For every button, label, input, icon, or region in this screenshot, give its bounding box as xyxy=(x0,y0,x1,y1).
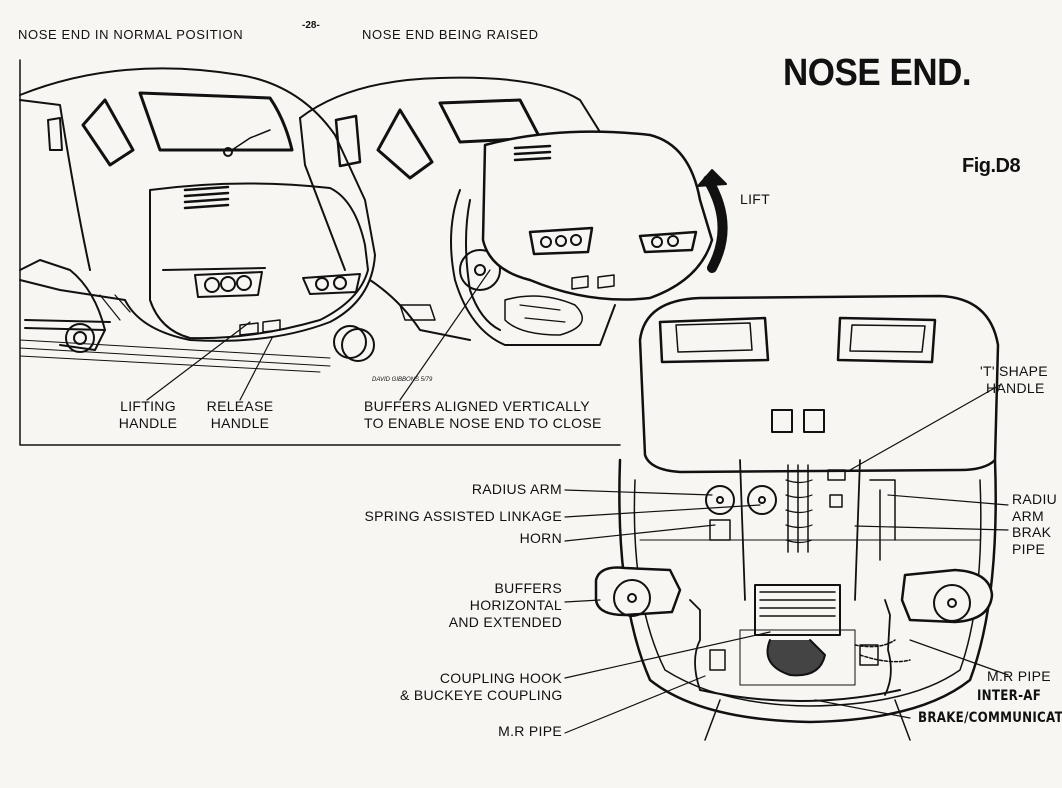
page-number: -28- xyxy=(302,20,320,31)
label-t-shape-handle: 'T' SHAPE HANDLE xyxy=(980,363,1048,396)
label-spring-assisted-linkage: SPRING ASSISTED LINKAGE xyxy=(364,508,562,524)
caption-normal-position: NOSE END IN NORMAL POSITION xyxy=(18,27,244,42)
label-lifting-handle: LIFTING HANDLE xyxy=(118,398,178,431)
label-mr-pipe-right: M.R PIPE xyxy=(987,668,1051,684)
label-release-handle: RELEASE HANDLE xyxy=(206,398,274,431)
label-radius-arm-right: RADIU ARM xyxy=(1012,491,1058,524)
label-inter-ap: INTER-AF xyxy=(977,688,1042,704)
leader-lines xyxy=(146,269,1009,734)
figure-number: Fig.D8 xyxy=(962,155,1021,177)
label-coupling-hook: COUPLING HOOK & BUCKEYE COUPLING xyxy=(400,670,563,703)
label-horn: HORN xyxy=(519,530,562,546)
lift-label: LIFT xyxy=(740,191,770,207)
label-brake-communication: BRAKE/COMMUNICAT xyxy=(918,710,1062,726)
artist-signature: DAVID GIBBONS 5/79 xyxy=(372,377,433,383)
diagram-title: NOSE END. xyxy=(783,52,972,94)
label-brake-pipe-right: BRAK PIPE xyxy=(1012,524,1052,557)
front-view-nose-open xyxy=(594,294,1000,741)
label-mr-pipe-left: M.R PIPE xyxy=(498,723,562,739)
train-being-raised xyxy=(299,76,728,359)
label-radius-arm-left: RADIUS ARM xyxy=(471,481,562,497)
label-buffers-aligned: BUFFERS ALIGNED VERTICALLY TO ENABLE NOS… xyxy=(364,398,602,431)
label-buffers-horizontal: BUFFERS HORIZONTAL AND EXTENDED xyxy=(448,580,562,630)
caption-being-raised: NOSE END BEING RAISED xyxy=(362,27,539,42)
train-normal-position xyxy=(19,67,376,373)
